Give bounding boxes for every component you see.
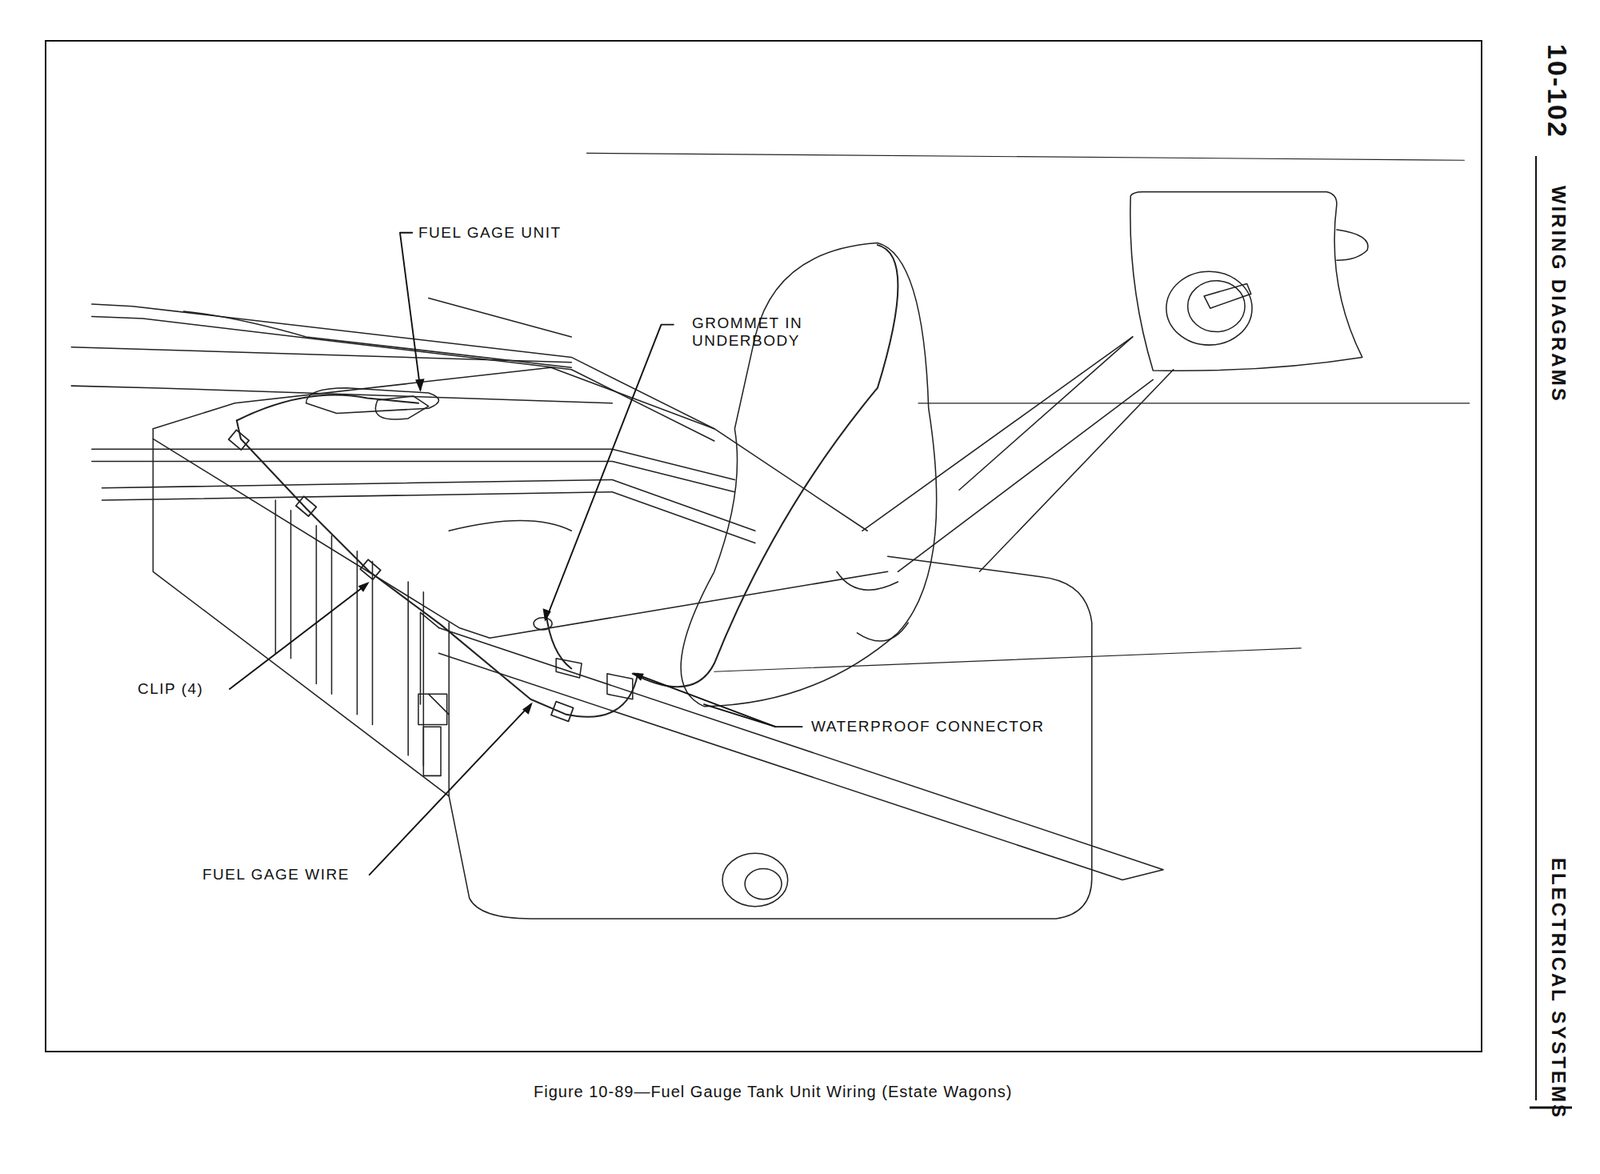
tank-strap xyxy=(438,627,1164,880)
fuel-gage-wire xyxy=(236,244,899,717)
margin-rule xyxy=(1535,156,1537,1100)
section-heading: ELECTRICAL SYSTEMS xyxy=(1547,857,1570,1120)
figure-frame xyxy=(45,40,1482,1052)
figure-caption: Figure 10-89—Fuel Gauge Tank Unit Wiring… xyxy=(533,1082,1012,1101)
page-number: 10-102 xyxy=(1541,44,1573,139)
part-label: CLIP (4) xyxy=(137,680,204,698)
fuel-gage-unit xyxy=(375,396,428,420)
part-label: GROMMET IN UNDERBODY xyxy=(692,314,812,350)
body-panel xyxy=(680,243,937,707)
waterproof-connector xyxy=(556,658,633,700)
grommet-inset xyxy=(1130,192,1363,372)
part-label: FUEL GAGE WIRE xyxy=(202,865,350,884)
grommet xyxy=(533,617,552,630)
section-heading: WIRING DIAGRAMS xyxy=(1547,185,1570,404)
arrowhead xyxy=(358,378,644,715)
wire-clip xyxy=(228,429,574,721)
filler-pipe xyxy=(862,336,1154,572)
fuel-tank xyxy=(152,367,1092,919)
strap-bolt xyxy=(418,693,448,724)
part-label: FUEL GAGE UNIT xyxy=(418,224,562,242)
part-label: WATERPROOF CONNECTOR xyxy=(811,717,1044,736)
